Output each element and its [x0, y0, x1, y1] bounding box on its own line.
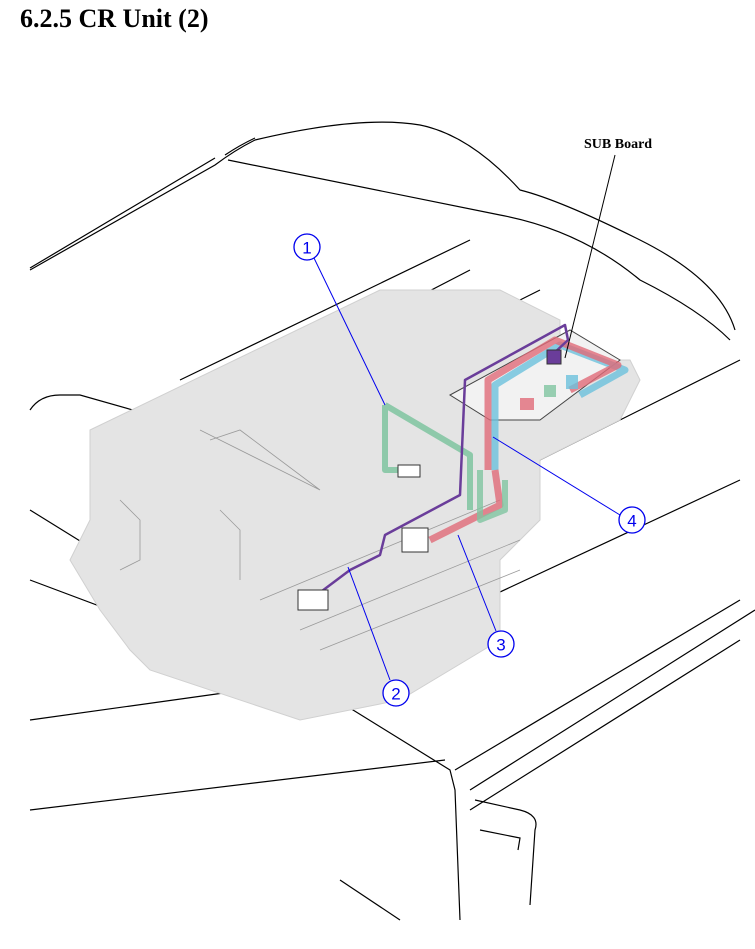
cable-4-red: [484, 336, 622, 470]
cable-1-green: [382, 402, 473, 510]
callout-4-number: 4: [627, 512, 636, 531]
cables: [309, 323, 629, 601]
connector-green: [544, 385, 556, 397]
cable-2-purple: [309, 323, 570, 601]
callout-2: 2: [382, 679, 410, 707]
callout-3-number: 3: [496, 636, 505, 655]
callout-2-number: 2: [391, 685, 400, 704]
connector-blue: [566, 375, 578, 389]
sub-board-leader: [564, 154, 616, 359]
cable-green-2: [477, 470, 508, 523]
connector-3: [401, 527, 429, 553]
callout-3: 3: [487, 630, 515, 658]
cable-3-red: [428, 469, 504, 544]
sensor-2: [297, 589, 329, 611]
sub-board-label: SUB Board: [584, 137, 652, 152]
callout-4: 4: [618, 506, 646, 534]
leader-lines: [313, 257, 621, 681]
printer-outline: [29, 121, 755, 921]
page-title: 6.2.5 CR Unit (2): [20, 4, 209, 33]
callout-1: 1: [293, 233, 321, 261]
connector-red: [520, 398, 534, 410]
callout-1-number: 1: [302, 239, 311, 258]
sub-board-connector: [546, 349, 562, 365]
connector-1: [397, 464, 421, 478]
